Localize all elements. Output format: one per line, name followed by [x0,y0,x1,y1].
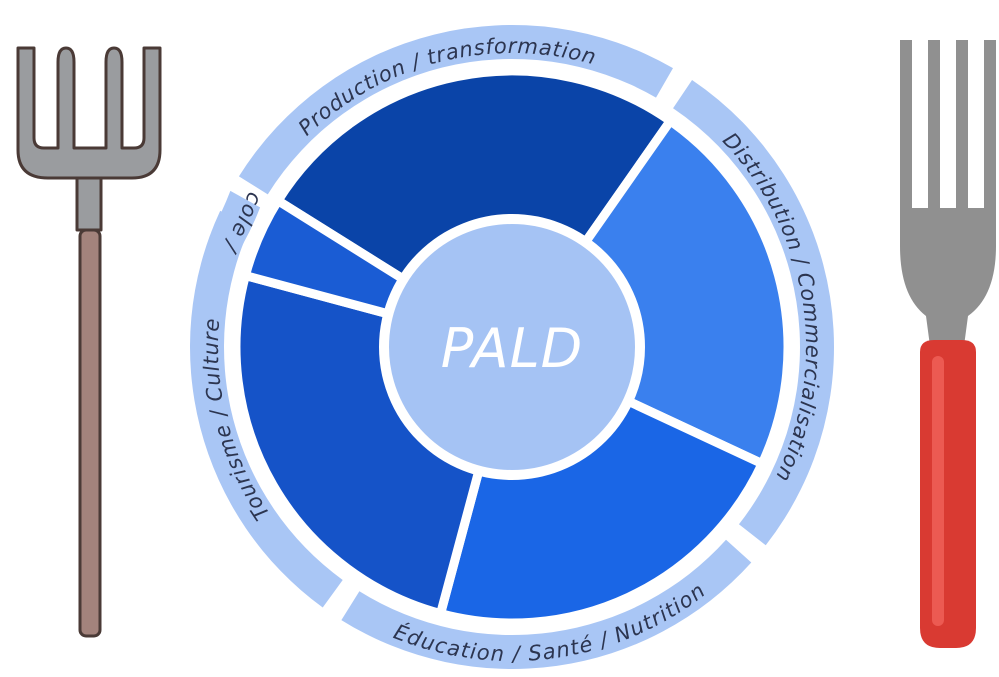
plate-sectors [231,66,793,628]
center-label: PALD [441,317,583,380]
ring-segment [211,190,261,244]
fork-icon [900,40,996,648]
ring-segment [673,80,834,546]
ring-segment [189,210,343,608]
plate-center: PALD [379,214,645,480]
ring-segment [238,25,673,195]
ring-segment [341,539,752,669]
pitchfork-icon [16,46,162,638]
